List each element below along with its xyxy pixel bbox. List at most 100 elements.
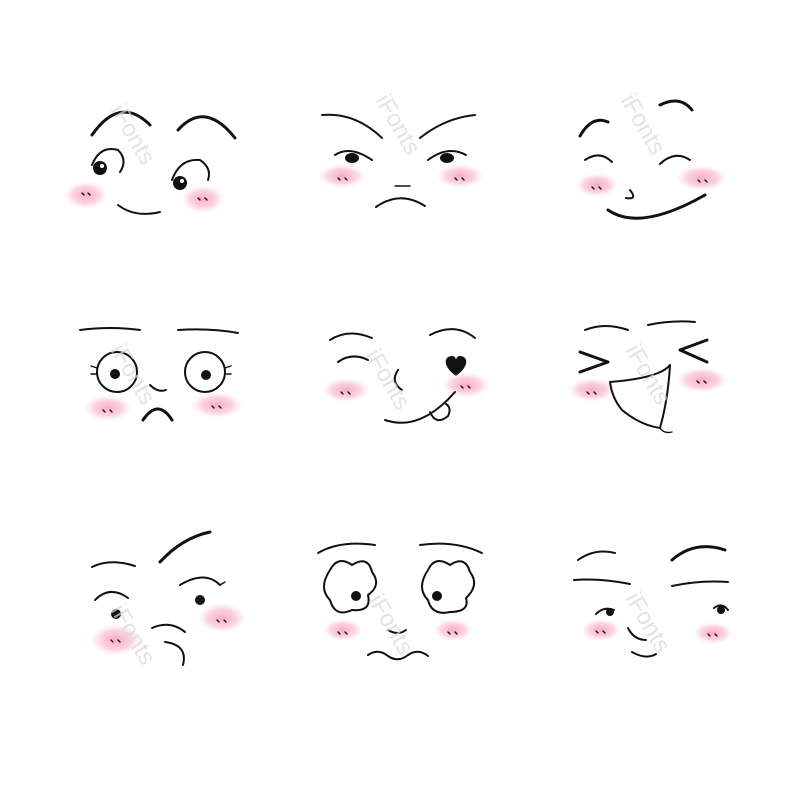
right-blush <box>676 367 728 393</box>
mouth-pout-top <box>151 623 186 633</box>
right-eyebrow <box>158 530 212 564</box>
nose <box>625 189 635 200</box>
watermark-text: iFonts <box>615 90 671 160</box>
left-eye-closed <box>584 154 613 163</box>
right-eyebrow <box>177 328 239 334</box>
left-blush <box>581 619 621 641</box>
right-blush-marks <box>697 179 708 183</box>
right-blush <box>676 165 728 191</box>
left-pupil <box>351 591 361 601</box>
left-blush-marks <box>591 186 602 190</box>
left-eye-teary <box>323 560 378 614</box>
mouth <box>631 651 657 658</box>
right-blush <box>191 392 243 418</box>
left-pupil <box>110 369 120 379</box>
right-blush <box>442 372 490 398</box>
right-pupil <box>432 591 442 601</box>
left-blush-marks <box>81 192 91 196</box>
right-blush-marks <box>216 619 227 623</box>
left-eyelashes <box>90 365 98 375</box>
watermark-text: iFonts <box>105 100 161 170</box>
left-eyebrow <box>317 542 376 554</box>
left-blush-marks <box>595 630 606 634</box>
mouth-corner <box>659 427 673 434</box>
left-eyebrow <box>79 327 141 331</box>
left-eyebrow <box>91 561 136 568</box>
tongue <box>429 403 451 422</box>
right-eyebrow <box>658 99 694 112</box>
left-blush <box>84 395 132 421</box>
right-blush <box>181 185 225 213</box>
left-eyebrow <box>578 118 610 138</box>
mouth-frown <box>375 197 426 208</box>
left-pupil <box>93 161 107 175</box>
left-eyebrow <box>584 325 629 331</box>
left-eye-wink <box>337 355 369 363</box>
face-annoyed <box>318 113 484 208</box>
watermark-text: iFonts <box>620 340 676 410</box>
left-blush-marks <box>340 391 351 395</box>
face-laughing <box>568 320 728 434</box>
mouth-wobbly <box>367 650 429 661</box>
face-shocked <box>79 327 243 422</box>
left-blush-marks <box>110 639 121 643</box>
right-eye-lid <box>179 576 221 586</box>
right-blush-marks <box>197 197 208 201</box>
left-eye-lid <box>94 591 129 601</box>
nose <box>149 384 167 392</box>
mouth-frown <box>141 407 174 422</box>
right-blush <box>198 603 246 633</box>
left-eyebrow <box>329 332 373 341</box>
right-blush-marks <box>211 405 222 409</box>
left-eye-lid <box>573 578 631 585</box>
right-eye-highlight <box>180 179 184 183</box>
right-blush <box>693 622 733 644</box>
left-blush-marks <box>337 177 348 181</box>
left-eyebrow <box>577 550 616 561</box>
mouth-pout-bottom <box>164 641 185 666</box>
face-pouting <box>90 530 246 666</box>
watermark-text: iFonts <box>370 90 426 160</box>
left-pupil <box>606 608 614 616</box>
left-pupil <box>345 153 359 163</box>
right-blush-marks <box>460 385 471 389</box>
face-wink-heart <box>322 328 490 424</box>
face-sleepy-sideglance <box>573 545 733 658</box>
nose <box>393 369 403 391</box>
face-teary <box>317 542 483 661</box>
left-blush <box>90 624 142 656</box>
right-blush-marks <box>707 633 718 637</box>
right-eyelashes <box>224 365 232 375</box>
right-eye-lower <box>713 604 729 611</box>
left-eye-outline <box>96 351 138 393</box>
left-blush <box>575 173 619 197</box>
right-eye-lid <box>427 150 467 161</box>
left-blush-marks <box>586 391 597 395</box>
heart-eye-icon <box>445 356 467 376</box>
right-eye-outline <box>171 158 210 181</box>
left-blush-marks <box>337 631 348 635</box>
left-blush <box>64 181 108 209</box>
right-eyebrow <box>419 542 483 554</box>
left-blush-marks <box>102 409 113 413</box>
right-pupil <box>195 595 205 605</box>
right-pupil <box>440 153 454 163</box>
right-eyebrow <box>670 545 727 562</box>
face-smug-smile <box>575 99 728 220</box>
right-eye-teary <box>421 560 476 614</box>
right-blush <box>433 619 473 641</box>
right-blush <box>436 164 484 188</box>
left-eyebrow <box>90 110 152 137</box>
left-blush <box>322 378 370 402</box>
mouth <box>384 391 456 424</box>
watermark-text: iFonts <box>360 345 416 415</box>
right-eyebrow <box>647 320 696 326</box>
mouth <box>117 204 161 215</box>
right-pupil <box>173 176 187 190</box>
right-blush-marks <box>696 380 707 384</box>
left-eye-highlight <box>100 164 104 168</box>
left-eye-squeezed <box>578 350 610 374</box>
right-eye-outline <box>184 351 226 393</box>
